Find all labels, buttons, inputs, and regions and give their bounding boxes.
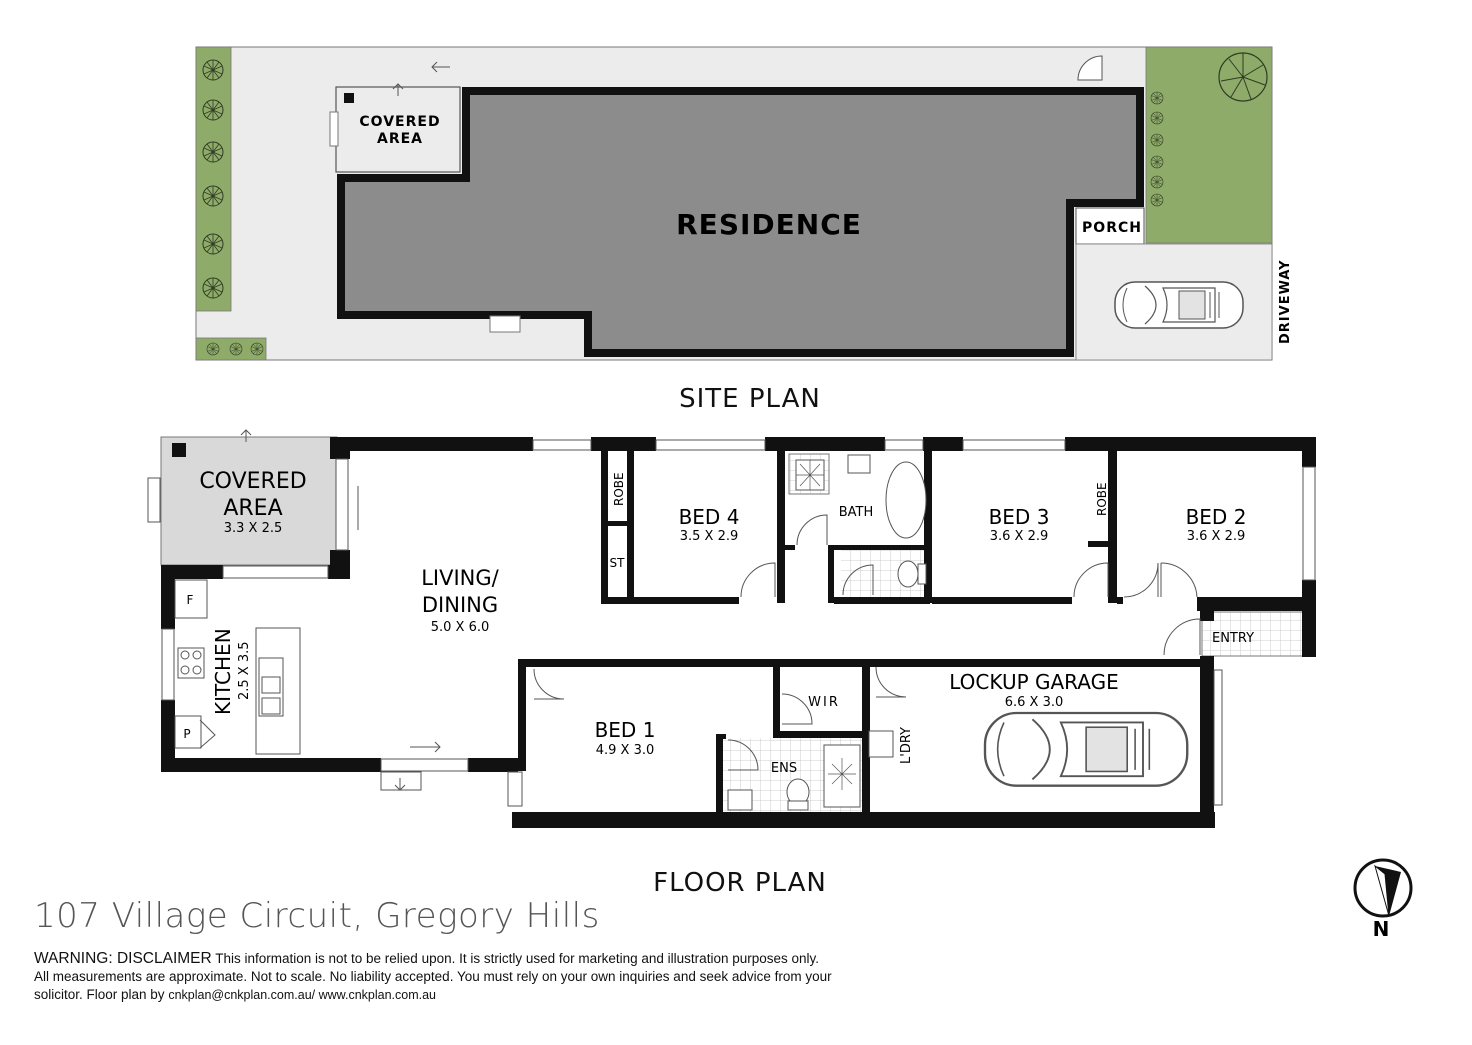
compass-label: N [1373, 917, 1390, 941]
porch-label: PORCH [1082, 220, 1142, 236]
living-label-2: DINING [422, 593, 498, 617]
robe-label-bed4: ROBE [612, 472, 626, 506]
site-covered-label-2: AREA [377, 131, 423, 147]
disclaimer-heading: WARNING: DISCLAIMER [34, 950, 212, 967]
windows [147, 439, 1316, 807]
tree-icon [1218, 52, 1268, 102]
site-covered-label-1: COVERED [359, 114, 440, 130]
bed2-size: 3.6 X 2.9 [1187, 529, 1246, 544]
disclaimer-contact: cnkplan@cnkplan.com.au/ www.cnkplan.com.… [168, 988, 437, 1002]
bed3-size: 3.6 X 2.9 [990, 529, 1049, 544]
pantry-label: P [183, 727, 190, 741]
garage-car-icon [983, 711, 1189, 787]
fridge-label: F [187, 593, 194, 607]
covered-area-label-1: COVERED [199, 469, 306, 494]
bath-label: BATH [839, 505, 874, 520]
bed2-label: BED 2 [1186, 505, 1247, 529]
site-plan: COVERED AREA RESIDENCE PORCH DRIVEWAY [195, 46, 1293, 361]
residence-label: RESIDENCE [676, 208, 862, 241]
doors [199, 514, 1201, 771]
disclaimer: WARNING: DISCLAIMER This information is … [34, 950, 934, 1004]
living-label-1: LIVING/ [421, 566, 499, 590]
kitchen-size: 2.5 X 3.5 [237, 641, 252, 700]
front-garden [1145, 46, 1273, 244]
walls [161, 437, 1316, 828]
covered-area-label-2: AREA [223, 496, 282, 521]
covered-area-fill [160, 436, 338, 566]
garage-size: 6.6 X 3.0 [1005, 695, 1064, 710]
disclaimer-text-2: All measurements are approximate. Not to… [34, 969, 832, 984]
room-labels: COVERED AREA 3.3 X 2.5 LIVING/ DINING 5.… [183, 469, 1254, 776]
residence-footprint [337, 87, 1144, 357]
living-size: 5.0 X 6.0 [431, 620, 490, 635]
bed4-label: BED 4 [679, 505, 740, 529]
property-address: 107 Village Circuit, Gregory Hills [34, 896, 600, 936]
garden-strip-bottom [195, 337, 267, 361]
driveway-label: DRIVEWAY [1278, 259, 1293, 344]
covered-area-size: 3.3 X 2.5 [224, 521, 283, 536]
fixtures [174, 429, 927, 811]
disclaimer-text-1: This information is not to be relied upo… [215, 951, 820, 966]
wir-label: WIR [808, 695, 840, 710]
site-plan-caption: SITE PLAN [679, 384, 821, 414]
floor-plan-caption: FLOOR PLAN [653, 868, 827, 898]
site-covered-area [335, 86, 461, 173]
robe-label-bed3: ROBE [1095, 482, 1109, 516]
kitchen-label: KITCHEN [211, 628, 235, 715]
store-label: ST [610, 556, 626, 570]
disclaimer-text-3: solicitor. Floor plan by [34, 987, 165, 1002]
ens-label: ENS [771, 761, 797, 776]
bed3-label: BED 3 [989, 505, 1050, 529]
laundry-label: L'DRY [899, 727, 914, 764]
entry-label: ENTRY [1212, 631, 1254, 646]
floor-plan: COVERED AREA 3.3 X 2.5 LIVING/ DINING 5.… [147, 429, 1316, 828]
garden-strip-left [195, 46, 232, 312]
garage-label: LOCKUP GARAGE [949, 670, 1119, 694]
bed1-label: BED 1 [595, 718, 656, 742]
site-car-icon [1114, 281, 1244, 329]
door-arc [1077, 55, 1103, 81]
bed1-size: 4.9 X 3.0 [596, 743, 655, 758]
north-arrow-icon: N [1353, 858, 1413, 941]
site-porch [1075, 207, 1145, 245]
bed4-size: 3.5 X 2.9 [680, 529, 739, 544]
post [344, 93, 354, 103]
